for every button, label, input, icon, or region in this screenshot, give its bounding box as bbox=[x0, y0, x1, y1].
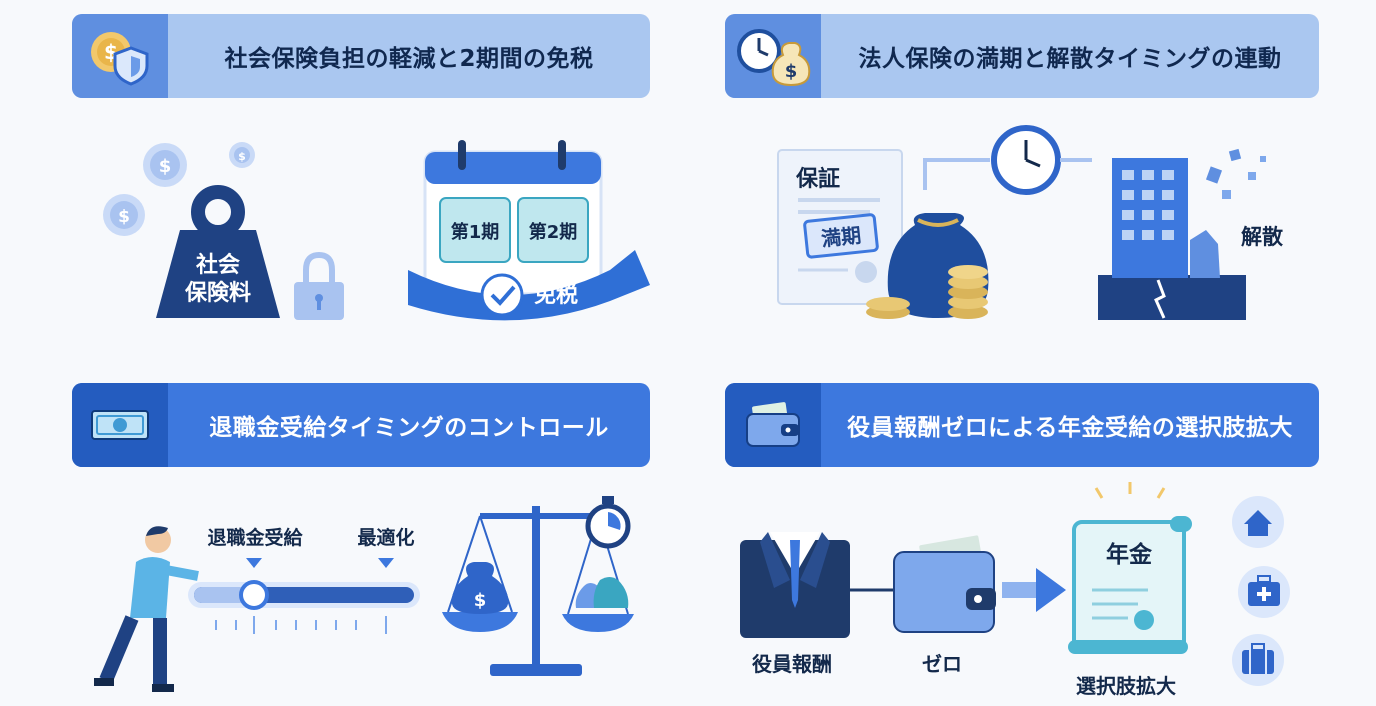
coin-stack-icon bbox=[866, 265, 988, 319]
clock-moneybag-icon: $ bbox=[725, 14, 821, 98]
scroll-label: 年金 bbox=[1106, 541, 1153, 568]
slider-left-label: 退職金受給 bbox=[207, 526, 303, 549]
banner-corporate-insurance: $ 法人保険の満期と解散タイミングの連動 bbox=[725, 14, 1319, 98]
slider-ticks bbox=[215, 616, 387, 634]
stamp-label: 満期 bbox=[820, 223, 862, 251]
person-pushing-icon bbox=[94, 526, 199, 692]
ribbon-banner bbox=[408, 250, 650, 321]
certificate-document bbox=[777, 149, 903, 305]
retirement-illustration: 退職金受給 最適化 $ bbox=[94, 496, 634, 692]
wallet-label: ゼロ bbox=[922, 652, 962, 676]
wallet-icon bbox=[725, 383, 821, 467]
weight-icon bbox=[156, 185, 280, 318]
weight-label-line2: 保険料 bbox=[184, 281, 251, 306]
weight-label-line1: 社会 bbox=[196, 252, 240, 278]
banner-social-insurance: $ 社会保険負担の軽減と2期間の免税 bbox=[72, 14, 650, 98]
coin-icon: $ bbox=[103, 194, 145, 236]
svg-text:$: $ bbox=[159, 156, 172, 177]
coin-icon: $ bbox=[143, 143, 187, 187]
banner-executive-pay: 役員報酬ゼロによる年金受給の選択肢拡大 bbox=[725, 383, 1319, 467]
dollar-shield-icon: $ bbox=[72, 14, 168, 98]
balance-scale-icon: $ bbox=[442, 496, 634, 676]
dissolve-label: 解散 bbox=[1241, 225, 1283, 249]
panel2-title: 法人保険の満期と解散タイミングの連動 bbox=[858, 46, 1282, 72]
house-icon[interactable] bbox=[1232, 496, 1284, 548]
panel3-title: 退職金受給タイミングのコントロール bbox=[209, 415, 609, 441]
coin-icon: $ bbox=[229, 142, 255, 168]
scroll-caption: 選択肢拡大 bbox=[1076, 674, 1176, 698]
pension-scroll-icon bbox=[1068, 482, 1192, 654]
svg-text:$: $ bbox=[474, 590, 487, 611]
svg-text:$: $ bbox=[785, 61, 798, 82]
timing-slider[interactable] bbox=[188, 580, 420, 610]
doc-title: 保証 bbox=[795, 166, 840, 192]
arrow-right-icon bbox=[1002, 568, 1066, 612]
suit-icon bbox=[740, 532, 850, 638]
calendar-icon bbox=[423, 140, 603, 296]
corporate-insurance-illustration: 保証 満期 解散 bbox=[777, 125, 1283, 320]
period2-label: 第2期 bbox=[529, 221, 578, 243]
clock-icon bbox=[991, 125, 1061, 195]
panel1-title: 社会保険負担の軽減と2期間の免税 bbox=[224, 46, 594, 72]
panel4-title: 役員報酬ゼロによる年金受給の選択肢拡大 bbox=[847, 415, 1293, 441]
suitcase-icon[interactable] bbox=[1232, 634, 1284, 686]
svg-text:$: $ bbox=[118, 207, 130, 227]
suit-label: 役員報酬 bbox=[752, 652, 832, 676]
banknote-icon bbox=[72, 383, 168, 467]
banner-retirement: 退職金受給タイミングのコントロール bbox=[72, 383, 650, 467]
ribbon-label: 免税 bbox=[534, 282, 578, 308]
slider-right-label: 最適化 bbox=[357, 526, 414, 549]
medical-bag-icon[interactable] bbox=[1238, 566, 1290, 618]
padlock-icon bbox=[294, 251, 344, 320]
building-icon bbox=[1098, 148, 1266, 320]
social-insurance-illustration: $ $ $ 社会 保険料 第1期 第2期 免税 bbox=[103, 140, 650, 321]
period1-label: 第1期 bbox=[451, 221, 500, 243]
svg-text:$: $ bbox=[238, 150, 246, 163]
empty-wallet-icon bbox=[893, 535, 996, 633]
pension-illustration: 年金 bbox=[740, 482, 1290, 686]
